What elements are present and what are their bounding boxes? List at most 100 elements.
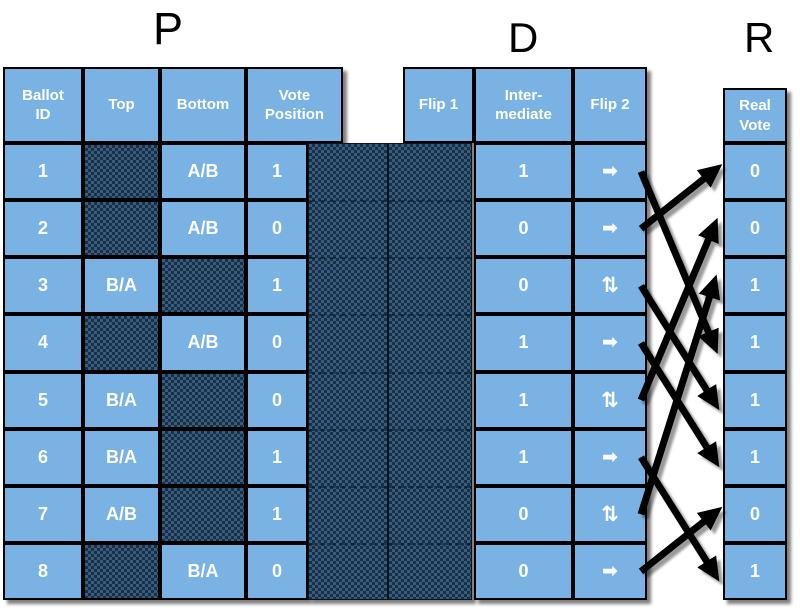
p-cell-top: B/A <box>83 371 160 429</box>
r-cell-real-vote: 0 <box>723 200 787 258</box>
d-cell-intermediate: 0 <box>474 200 573 258</box>
p-cell-vote-position: 0 <box>246 200 308 258</box>
r-table-label: R <box>744 14 775 61</box>
p-cell-ballot-id: 3 <box>3 257 83 315</box>
r-cell-real-vote: 0 <box>723 143 787 201</box>
d-cell-intermediate: 0 <box>474 542 573 600</box>
p-cell-bottom-hidden <box>160 257 246 315</box>
p-cell-vote-position: 1 <box>246 485 308 543</box>
p-cell-ballot-id: 5 <box>3 371 83 429</box>
strip-row-divider <box>389 428 471 431</box>
p-cell-vote-position: 0 <box>246 371 308 429</box>
strip-row-divider <box>309 371 387 374</box>
p-cell-ballot-id: 7 <box>3 485 83 543</box>
r-cell-real-vote: 1 <box>723 428 787 486</box>
straight-arrow-icon: ➡ <box>602 332 618 354</box>
r-cell-real-vote: 1 <box>723 542 787 600</box>
d-cell-flip2: ➡ <box>573 314 647 372</box>
strip-row-divider <box>389 257 471 260</box>
straight-arrow-icon: ➡ <box>602 218 618 240</box>
p-cell-bottom: A/B <box>160 143 246 201</box>
p-cell-bottom: A/B <box>160 314 246 372</box>
p-header-top: Top <box>83 67 160 143</box>
r-cell-real-vote: 1 <box>723 257 787 315</box>
p-cell-top-hidden <box>83 542 160 600</box>
r-cell-real-vote: 1 <box>723 371 787 429</box>
d-header-intermediate: Inter- mediate <box>474 67 573 143</box>
strip-row-divider <box>389 200 471 203</box>
p-cell-ballot-id: 1 <box>3 143 83 201</box>
p-cell-top: B/A <box>83 257 160 315</box>
strip-row-divider <box>309 485 387 488</box>
straight-arrow-icon: ➡ <box>602 560 618 582</box>
p-cell-bottom-hidden <box>160 428 246 486</box>
strip-row-divider <box>389 542 471 545</box>
straight-arrow-icon: ➡ <box>602 446 618 468</box>
d-cell-flip2: ⇅ <box>573 485 647 543</box>
p-cell-top: A/B <box>83 485 160 543</box>
d-cell-flip2: ⇅ <box>573 257 647 315</box>
p-header-ballot-id: Ballot ID <box>3 67 83 143</box>
p-cell-vote-position: 1 <box>246 257 308 315</box>
permutation-arrow-d3-to-r5 <box>638 283 720 411</box>
p-cell-vote-position: 0 <box>246 314 308 372</box>
p-table-label: P <box>153 3 184 54</box>
d-cell-flip2: ➡ <box>573 200 647 258</box>
p-cell-top-hidden <box>83 314 160 372</box>
d-cell-flip2: ➡ <box>573 428 647 486</box>
p-header-vote-position: Vote Position <box>246 67 343 143</box>
strip-row-divider <box>309 428 387 431</box>
p-cell-vote-position: 1 <box>246 428 308 486</box>
permutation-arrow-d2-to-r1 <box>638 164 723 232</box>
hidden-data-strip-flip1 <box>388 143 472 600</box>
d-column-flip2: ➡ ➡ ⇅ ➡ ⇅ ➡ ⇅ ➡ <box>573 143 647 600</box>
p-cell-ballot-id: 4 <box>3 314 83 372</box>
strip-row-divider <box>309 200 387 203</box>
p-cell-ballot-id: 8 <box>3 542 83 600</box>
flip-arrow-icon: ⇅ <box>601 388 619 412</box>
d-cell-intermediate: 1 <box>474 428 573 486</box>
d-cell-intermediate: 1 <box>474 143 573 201</box>
d-cell-flip2: ⇅ <box>573 371 647 429</box>
d-cell-intermediate: 0 <box>474 485 573 543</box>
d-cell-flip2: ➡ <box>573 542 647 600</box>
d-cell-intermediate: 0 <box>474 257 573 315</box>
strip-row-divider <box>389 314 471 317</box>
d-cell-intermediate: 1 <box>474 371 573 429</box>
p-cell-bottom: A/B <box>160 200 246 258</box>
r-cell-real-vote: 1 <box>723 314 787 372</box>
flip-arrow-icon: ⇅ <box>601 274 619 298</box>
p-cell-ballot-id: 2 <box>3 200 83 258</box>
d-cell-intermediate: 1 <box>474 314 573 372</box>
hidden-data-strip-left <box>308 143 388 600</box>
d-cell-flip2: ➡ <box>573 143 647 201</box>
p-cell-top: B/A <box>83 428 160 486</box>
permutation-arrow-d8-to-r7 <box>638 506 723 575</box>
r-cell-real-vote: 0 <box>723 485 787 543</box>
r-header-real-vote: Real Vote <box>723 88 787 143</box>
strip-row-divider <box>389 371 471 374</box>
permutation-arrow-d5-to-r2 <box>637 217 719 402</box>
p-cell-vote-position: 1 <box>246 143 308 201</box>
p-cell-vote-position: 0 <box>246 542 308 600</box>
p-header-bottom: Bottom <box>160 67 246 143</box>
strip-row-divider <box>309 314 387 317</box>
p-cell-ballot-id: 6 <box>3 428 83 486</box>
strip-row-divider <box>309 542 387 545</box>
d-header-flip1: Flip 1 <box>403 67 474 143</box>
p-cell-bottom-hidden <box>160 485 246 543</box>
d-table-label: D <box>508 14 539 61</box>
d-header-flip2: Flip 2 <box>573 67 647 143</box>
straight-arrow-icon: ➡ <box>602 161 618 183</box>
p-cell-top-hidden <box>83 200 160 258</box>
